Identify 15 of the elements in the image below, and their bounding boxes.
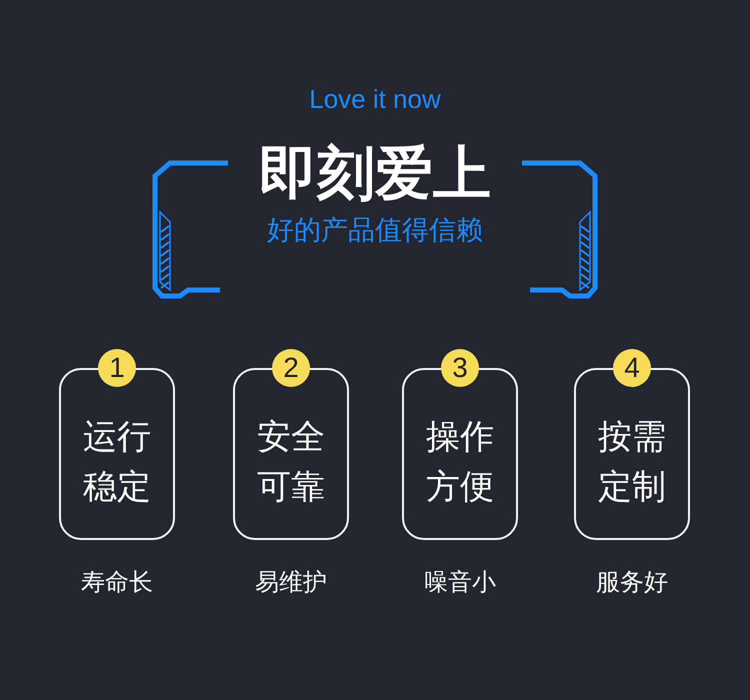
feature-text: 按需定制 [597,416,667,509]
title: 即刻爱上 [259,138,491,208]
feature-caption: 易维护 [254,567,328,598]
number-badge: 2 [272,349,310,387]
feature-text: 安全可靠 [256,416,326,509]
number-badge: 3 [441,349,479,387]
feature-text: 运行稳定 [82,416,152,509]
subtitle: 好的产品值得信赖 [267,214,483,248]
feature-caption: 寿命长 [80,567,154,598]
tagline: Love it now [309,84,441,115]
number-badge: 1 [98,349,136,387]
number-badge: 4 [613,349,651,387]
feature-text: 操作方便 [425,416,495,509]
feature-caption: 噪音小 [423,567,497,598]
feature-caption: 服务好 [595,567,669,598]
